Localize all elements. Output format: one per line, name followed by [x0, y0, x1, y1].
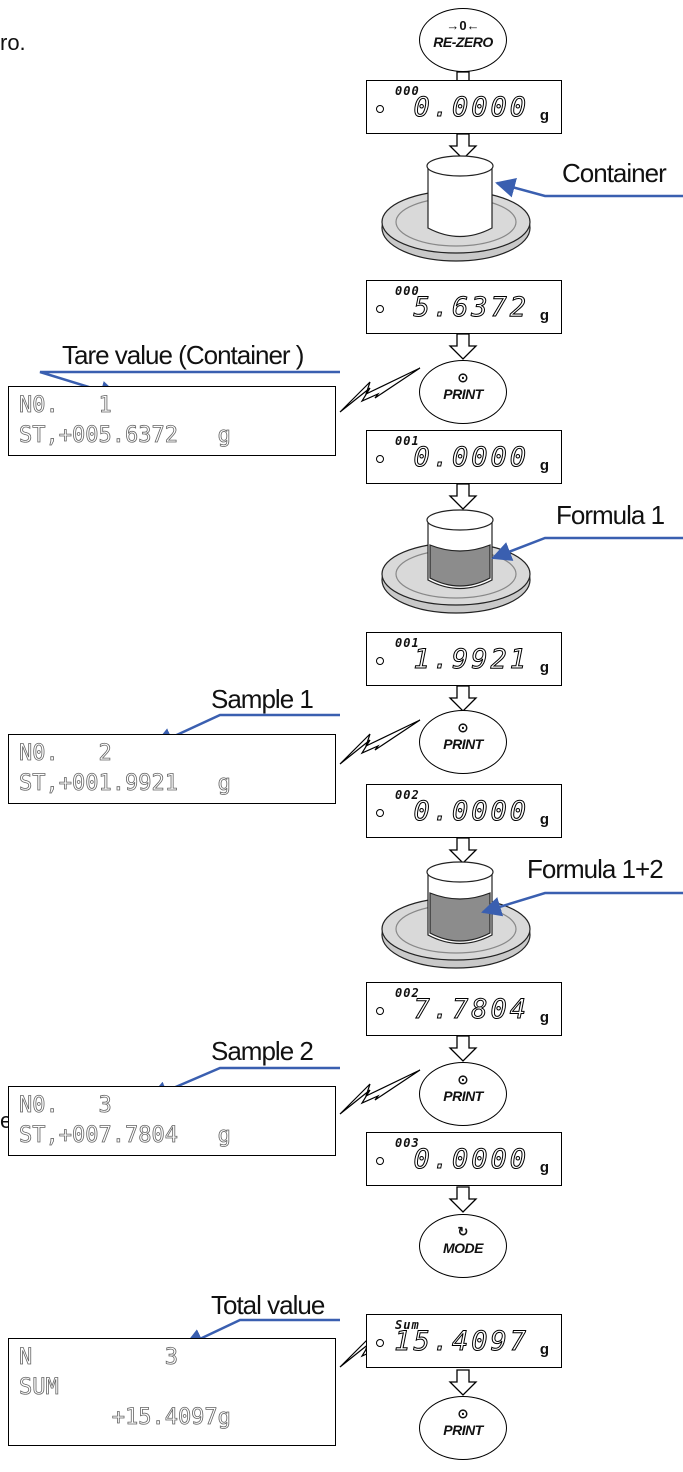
rezero-icon: →0←	[446, 18, 480, 33]
display-counter: 001	[395, 636, 420, 650]
display-unit: g	[539, 307, 549, 324]
display-unit: g	[539, 659, 549, 676]
print-label: PRINT	[443, 1088, 483, 1104]
printout-line: SUM	[19, 1375, 60, 1401]
print-label: PRINT	[443, 1422, 483, 1438]
display-unit: g	[539, 1009, 549, 1026]
display-value: 15.4097	[394, 1326, 529, 1358]
print-key[interactable]: ⊙ PRINT	[419, 1062, 507, 1126]
balance-display: 000 5.6372 g	[366, 280, 562, 334]
print-icon: ⊙	[457, 1072, 469, 1087]
stable-indicator-icon	[376, 105, 384, 113]
print-label: PRINT	[443, 736, 483, 752]
data-transfer-icon	[339, 1069, 421, 1115]
stable-indicator-icon	[376, 657, 384, 665]
stable-indicator-icon	[376, 1007, 384, 1015]
print-icon: ⊙	[457, 720, 469, 735]
print-icon: ⊙	[457, 370, 469, 385]
printer-output: N0. 2 ST,+001.9921 g	[8, 734, 336, 804]
flow-arrow	[448, 837, 478, 864]
display-unit: g	[539, 1159, 549, 1176]
flow-arrow	[448, 685, 478, 712]
rezero-label: RE-ZERO	[433, 34, 493, 50]
printout-line: +15.4097g	[19, 1405, 231, 1431]
flow-arrow	[448, 133, 478, 160]
label-sample1: Sample 1	[211, 684, 314, 714]
printer-output: N0. 3 ST,+007.7804 g	[8, 1086, 336, 1156]
callout-formula1	[491, 536, 683, 561]
display-value: 7.7804	[413, 994, 529, 1026]
label-total-value: Total value	[211, 1290, 325, 1320]
balance-display: 003 0.0000 g	[366, 1132, 562, 1186]
printer-output: N 3 SUM +15.4097g	[8, 1338, 336, 1446]
callout-container	[495, 178, 683, 198]
display-counter: 000	[395, 84, 420, 98]
printout-line: N0. 3	[19, 1093, 113, 1119]
weighing-pan-container	[381, 155, 531, 262]
print-key[interactable]: ⊙ PRINT	[419, 360, 507, 424]
printout-line: ST,+005.6372 g	[19, 423, 232, 449]
data-transfer-icon	[339, 719, 421, 765]
stable-indicator-icon	[376, 1157, 384, 1165]
print-icon: ⊙	[457, 1406, 469, 1421]
label-tare-value: Tare value (Container )	[62, 340, 304, 370]
flow-arrow	[448, 483, 478, 510]
balance-display: 002 7.7804 g	[366, 982, 562, 1036]
display-unit: g	[539, 107, 549, 124]
label-formula12: Formula 1+2	[527, 854, 664, 884]
display-counter: 001	[395, 434, 420, 448]
balance-display: 001 1.9921 g	[366, 632, 562, 686]
balance-display: 002 0.0000 g	[366, 784, 562, 838]
display-counter: 000	[395, 284, 420, 298]
display-counter: 002	[395, 986, 420, 1000]
print-key[interactable]: ⊙ PRINT	[419, 710, 507, 774]
balance-display: 001 0.0000 g	[366, 430, 562, 484]
callout-total	[183, 1318, 340, 1348]
display-counter: 003	[395, 1136, 420, 1150]
balance-display: 000 0.0000 g	[366, 80, 562, 134]
label-sample2: Sample 2	[211, 1036, 314, 1066]
printout-line: ST,+001.9921 g	[19, 771, 232, 797]
display-counter: 002	[395, 788, 420, 802]
print-label: PRINT	[443, 386, 483, 402]
flow-arrow	[448, 1369, 478, 1396]
display-value: 0.0000	[413, 442, 529, 474]
display-unit: g	[539, 1341, 549, 1358]
display-counter: Sum	[395, 1318, 420, 1332]
display-unit: g	[539, 457, 549, 474]
printout-line: N 3	[19, 1345, 179, 1371]
printout-line: N0. 1	[19, 393, 113, 419]
printer-output: N0. 1 ST,+005.6372 g	[8, 386, 336, 456]
mode-label: MODE	[443, 1240, 484, 1256]
balance-display: Sum 15.4097 g	[366, 1314, 562, 1368]
mode-key[interactable]: ↻ MODE	[419, 1214, 507, 1278]
weighing-pan-formula12	[381, 861, 531, 969]
printout-line: N0. 2	[19, 741, 113, 767]
stable-indicator-icon	[376, 809, 384, 817]
display-value: 0.0000	[413, 1144, 529, 1176]
printout-line: ST,+007.7804 g	[19, 1123, 232, 1149]
weighing-pan-formula1	[381, 509, 531, 614]
display-value: 0.0000	[413, 92, 529, 124]
display-value: 5.6372	[413, 292, 529, 324]
display-value: 1.9921	[413, 644, 529, 676]
flow-arrow	[448, 1186, 478, 1213]
display-value: 0.0000	[413, 796, 529, 828]
rezero-key[interactable]: →0← RE-ZERO	[419, 8, 507, 72]
intro-text-fragment: ro.	[0, 30, 26, 55]
data-transfer-icon	[339, 367, 421, 413]
display-unit: g	[539, 811, 549, 828]
stable-indicator-icon	[376, 305, 384, 313]
label-formula1: Formula 1	[556, 500, 665, 530]
callout-formula12	[481, 891, 683, 917]
flow-arrow	[448, 1035, 478, 1062]
stable-indicator-icon	[376, 455, 384, 463]
stable-indicator-icon	[376, 1339, 384, 1347]
label-container: Container	[562, 158, 667, 188]
flow-arrow	[448, 333, 478, 360]
mode-icon: ↻	[457, 1224, 469, 1239]
print-key[interactable]: ⊙ PRINT	[419, 1396, 507, 1460]
